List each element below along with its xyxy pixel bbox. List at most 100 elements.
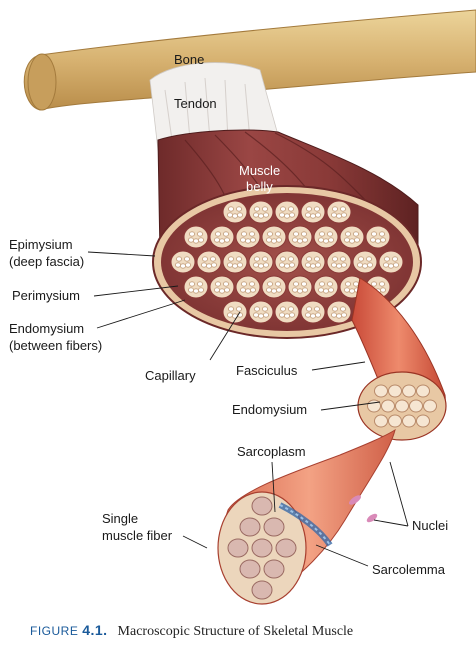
fiber-dot	[236, 262, 244, 268]
fiber-dot	[283, 263, 291, 269]
fasciculus-cell	[183, 225, 209, 249]
myofibril	[251, 580, 273, 600]
fiber-dot	[314, 262, 322, 268]
fiber-dot	[340, 312, 348, 318]
fiber-dot	[353, 237, 361, 243]
label-fasciculus: Fasciculus	[236, 363, 298, 378]
fiber-dot	[391, 256, 399, 262]
fascicle-fiber	[374, 384, 388, 398]
fiber-dot	[356, 262, 364, 268]
label-sarcolemma: Sarcolemma	[372, 562, 446, 577]
fiber-dot	[300, 231, 308, 237]
label-tendon: Tendon	[174, 96, 217, 111]
fiber-dot	[330, 262, 338, 268]
fiber-dot	[209, 256, 217, 262]
fiber-dot	[253, 306, 261, 312]
fiber-dot	[304, 312, 312, 318]
fiber-dot	[279, 306, 287, 312]
fiber-dot	[305, 306, 313, 312]
myofibril	[239, 559, 261, 579]
fiber-dot	[296, 238, 304, 244]
fasciculus-cell	[261, 275, 287, 299]
fasciculus-cell	[248, 200, 274, 224]
fiber-dot	[275, 287, 283, 293]
fiber-dot	[244, 288, 252, 294]
fiber-dot	[187, 287, 195, 293]
fiber-dot	[348, 288, 356, 294]
fiber-dot	[357, 256, 365, 262]
fiber-dot	[249, 287, 257, 293]
fasciculus-cell	[352, 250, 378, 274]
label-single-fiber-line1: Single	[102, 511, 138, 526]
fiber-dot	[300, 281, 308, 287]
caption-title: Macroscopic Structure of Skeletal Muscle	[117, 624, 354, 639]
fiber-dot	[257, 213, 265, 219]
fiber-dot	[252, 212, 260, 218]
fiber-dot	[184, 262, 192, 268]
fiber-dot	[249, 237, 257, 243]
fiber-dot	[317, 237, 325, 243]
fascicle-fiber	[381, 399, 395, 413]
fiber-dot	[370, 231, 378, 237]
fiber-dot	[261, 256, 269, 262]
label-endomysium-fascicle: Endomysium	[232, 402, 307, 417]
fasciculus-cell	[196, 250, 222, 274]
fiber-dot	[283, 213, 291, 219]
fiber-dot	[352, 281, 360, 287]
fiber-dot	[227, 256, 235, 262]
fiber-dot	[340, 212, 348, 218]
fiber-dot	[265, 237, 273, 243]
label-endomysium-line1: Endomysium	[9, 321, 84, 336]
fiber-dot	[331, 256, 339, 262]
fiber-dot	[287, 306, 295, 312]
fasciculus-cell	[326, 250, 352, 274]
leader-lines	[87, 251, 409, 567]
fasciculus-cell	[235, 275, 261, 299]
fiber-dot	[378, 281, 386, 287]
fiber-dot	[387, 263, 395, 269]
fiber-dot	[283, 313, 291, 319]
label-muscle-belly-line2: belly	[246, 179, 273, 194]
fiber-dot	[292, 231, 300, 237]
fasciculus-cell	[300, 200, 326, 224]
fiber-dot	[309, 213, 317, 219]
fiber-dot	[226, 312, 234, 318]
label-epimysium-line1: Epimysium	[9, 237, 73, 252]
fiber-dot	[313, 306, 321, 312]
fasciculus-shape	[351, 277, 447, 441]
label-nuclei: Nuclei	[412, 518, 448, 533]
fasciculus-cell	[222, 200, 248, 224]
fiber-dot	[227, 206, 235, 212]
fiber-dot	[313, 206, 321, 212]
fasciculus-cell	[365, 225, 391, 249]
label-bone: Bone	[174, 52, 204, 67]
fiber-dot	[183, 256, 191, 262]
fiber-dot	[343, 287, 351, 293]
fasciculus-cell	[326, 200, 352, 224]
fasciculus-cell	[313, 275, 339, 299]
fiber-dot	[361, 263, 369, 269]
label-perimysium: Perimysium	[12, 288, 80, 303]
fasciculus-cell	[313, 225, 339, 249]
fiber-dot	[262, 312, 270, 318]
fiber-dot	[188, 231, 196, 237]
fiber-dot	[322, 238, 330, 244]
fasciculus-cell	[274, 200, 300, 224]
fiber-dot	[366, 262, 374, 268]
fiber-dot	[261, 306, 269, 312]
fiber-dot	[223, 237, 231, 243]
fiber-dot	[288, 212, 296, 218]
fiber-dot	[240, 231, 248, 237]
fascicle-fiber	[416, 384, 430, 398]
label-capillary: Capillary	[145, 368, 196, 383]
label-epimysium-line2: (deep fascia)	[9, 254, 84, 269]
fascicle-fiber	[388, 414, 402, 428]
fasciculus-cell	[183, 275, 209, 299]
fiber-dot	[287, 256, 295, 262]
fiber-dot	[326, 231, 334, 237]
fiber-dot	[261, 206, 269, 212]
fiber-dot	[197, 287, 205, 293]
fiber-dot	[210, 262, 218, 268]
fiber-dot	[278, 312, 286, 318]
